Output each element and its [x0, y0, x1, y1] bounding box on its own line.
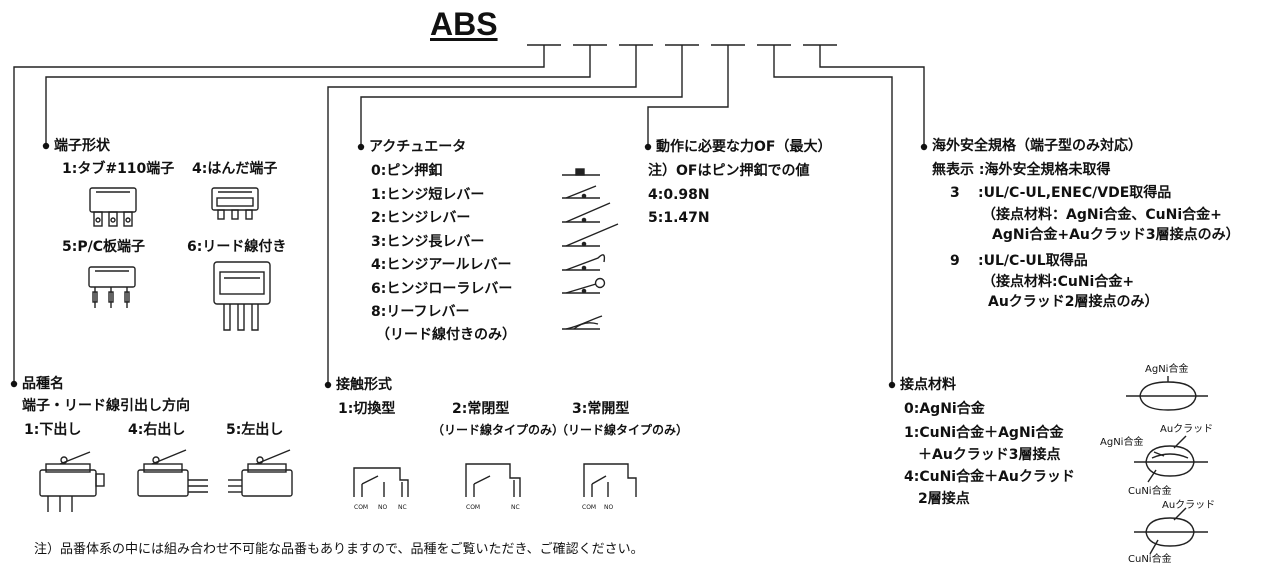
operating-force-opt5: 5:1.47N [648, 210, 710, 226]
contact-form-opt-nc: 2:常閉型 [452, 401, 510, 417]
variety-right-switch-icon [137, 449, 208, 497]
contact-form-opt-nc-note: （リード線タイプのみ） [432, 423, 565, 437]
variety-opt-left: 5:左出し [226, 422, 284, 438]
actuator-item: 3:ヒンジ長レバー [371, 234, 485, 250]
terminal-solder-switch-icon [211, 187, 259, 220]
safety-heading: 海外安全規格（端子型のみ対応） [932, 138, 1142, 154]
actuator-item: 4:ヒンジアールレバー [371, 257, 512, 273]
variety-bottom-switch-icon [39, 451, 105, 512]
contact-form-opt-no-note: （リード線タイプのみ） [556, 423, 689, 437]
terminal-label-com: COM [466, 504, 481, 511]
terminal-tab-switch-icon [89, 187, 137, 227]
terminal-label-no: NO [378, 504, 388, 511]
contact-agni-section [1126, 376, 1208, 411]
terminal-lead-switch-icon [213, 261, 271, 331]
contact-form-opt-no: 3:常開型 [572, 401, 630, 417]
actuator-item: 2:ヒンジレバー [371, 210, 471, 226]
product-code-title: ABS [430, 6, 498, 42]
material-label-au: Auクラッド [1162, 500, 1216, 511]
terminal-label-no: NO [604, 504, 614, 511]
actuator-heading: アクチュエータ [369, 139, 467, 155]
variety-opt-right: 4:右出し [128, 422, 186, 438]
safety-code-3-line2: （接点材料：AgNi合金、CuNi合金+ [982, 207, 1222, 223]
safety-code-3-text: :UL/C-UL,ENEC/VDE取得品 [978, 185, 1172, 201]
variety-opt-bottom: 1:下出し [24, 422, 82, 438]
safety-code-9-line2: （接点材料:CuNi合金+ [982, 274, 1135, 290]
variety-left-switch-icon [228, 449, 293, 497]
safety-code-9: 9 [950, 253, 960, 269]
terminal-pcb-switch-icon [88, 266, 136, 308]
terminal-label-nc: NC [511, 504, 520, 511]
contact-material-opt4-line1: 4:CuNi合金＋Auクラッド [904, 469, 1075, 485]
leader-lines [13, 45, 925, 384]
actuator-item: 1:ヒンジ短レバー [371, 187, 485, 203]
safety-code-3-line3: AgNi合金+Auクラッド3層接点のみ） [992, 227, 1240, 243]
contact-material-heading: 接点材料 [900, 377, 956, 393]
actuator-item: 0:ピン押釦 [371, 163, 443, 179]
safety-code-3: 3 [950, 185, 960, 201]
terminal-opt-pcb: 5:P/C板端子 [62, 239, 145, 255]
contact-no-schematic [583, 463, 637, 497]
operating-force-heading: 動作に必要な力OF（最大） [656, 139, 832, 155]
safety-code-9-line3: Auクラッド2層接点のみ） [988, 294, 1159, 310]
terminal-label-com: COM [354, 504, 369, 511]
material-label-cuni: CuNi合金 [1128, 554, 1172, 565]
terminal-label-com: COM [582, 504, 597, 511]
actuator-icons [562, 168, 619, 330]
variety-heading: 品種名 [22, 376, 64, 392]
contact-material-opt1-line1: 1:CuNi合金＋AgNi合金 [904, 425, 1064, 441]
contact-form-heading: 接触形式 [336, 377, 392, 393]
material-label-agni: AgNi合金 [1145, 364, 1189, 375]
material-label-au: Auクラッド [1160, 424, 1214, 435]
operating-force-opt4: 4:0.98N [648, 187, 710, 203]
contact-3layer-section [1134, 435, 1208, 483]
variety-subheading: 端子・リード線引出し方向 [22, 398, 190, 414]
contact-changeover-schematic [353, 467, 409, 497]
material-label-agni: AgNi合金 [1100, 437, 1144, 448]
contact-form-opt-changeover: 1:切換型 [338, 401, 396, 417]
safety-code-9-text: :UL/C-UL取得品 [978, 253, 1088, 269]
footnote: 注）品番体系の中には組み合わせ不可能な品番もありますので、品種をご覧いただき、ご… [34, 542, 644, 557]
material-label-cuni: CuNi合金 [1128, 486, 1172, 497]
actuator-item: （リード線付きのみ） [376, 327, 516, 343]
actuator-item: 8:リーフレバー [371, 304, 470, 320]
safety-none: 無表示 :海外安全規格未取得 [932, 162, 1111, 178]
terminal-label-nc: NC [398, 504, 407, 511]
contact-2layer-section [1134, 507, 1208, 555]
contact-material-opt4-line2: 2層接点 [918, 491, 970, 507]
contact-material-opt0: 0:AgNi合金 [904, 401, 985, 417]
terminal-opt-lead: 6:リード線付き [187, 239, 287, 255]
terminal-opt-solder: 4:はんだ端子 [192, 161, 278, 177]
contact-nc-schematic [465, 463, 521, 497]
terminal-opt-tab: 1:タブ#110端子 [62, 161, 175, 177]
contact-material-opt1-line2: ＋Auクラッド3層接点 [918, 447, 1061, 463]
operating-force-note: 注）OFはピン押釦での値 [648, 163, 810, 179]
actuator-item: 6:ヒンジローラレバー [371, 281, 513, 297]
terminal-shape-heading: 端子形状 [54, 138, 110, 154]
bullets [10, 142, 928, 389]
